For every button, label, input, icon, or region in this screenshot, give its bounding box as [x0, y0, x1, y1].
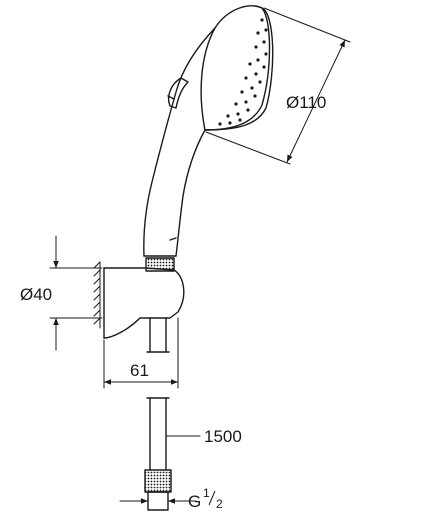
spray-nozzles: [218, 18, 268, 126]
handle-right-edge: [175, 129, 206, 257]
label-holder-diameter: Ø40: [20, 285, 52, 304]
ext-line-head-top: [263, 7, 351, 43]
hose-thread-fitting: [147, 491, 169, 511]
dimension-holder-diameter: [49, 235, 103, 351]
label-thread-denominator: 2: [216, 497, 223, 511]
dimension-head-diameter: [205, 7, 351, 165]
hose-nut-knurled: [144, 469, 172, 493]
label-thread-base: G: [188, 492, 201, 511]
shower-head-outline: [200, 5, 271, 131]
button-detail: [167, 95, 175, 100]
ext-line-head-bottom: [205, 131, 291, 165]
holder-body: [103, 267, 185, 339]
wall-holder: [103, 257, 185, 353]
wall-hatching: [93, 261, 101, 329]
label-hose-length: 1500: [204, 427, 242, 446]
handle-left-edge: [143, 27, 216, 257]
spray-face: [204, 7, 274, 131]
label-holder-depth: 61: [130, 361, 149, 380]
label-thread-fraction-slash: [208, 490, 216, 506]
hose: [144, 397, 172, 511]
handle-tick: [169, 237, 177, 241]
dimension-holder-depth: [103, 317, 179, 389]
shower-head: [167, 5, 274, 131]
holder-knurled-ring: [145, 257, 175, 272]
label-thread-numerator: 1: [203, 486, 210, 500]
dim-line-head: [286, 39, 346, 163]
spray-selector-button: [167, 77, 189, 109]
shower-handle: [143, 27, 216, 257]
label-head-diameter: Ø110: [286, 93, 326, 112]
